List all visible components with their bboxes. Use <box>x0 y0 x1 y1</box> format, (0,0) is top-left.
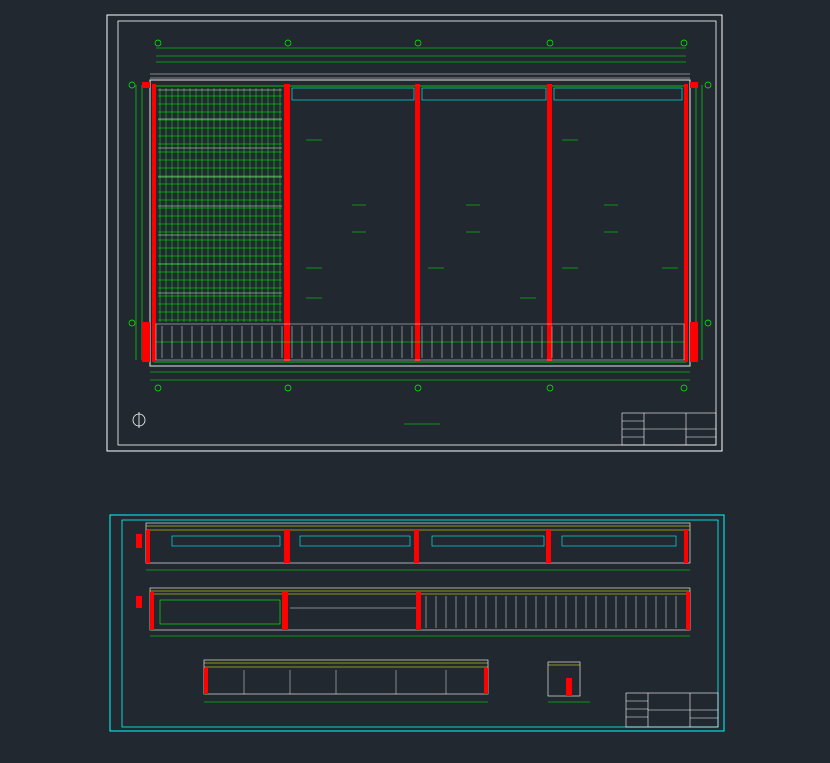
section-c <box>203 659 489 703</box>
bottom-railing-band <box>155 323 685 361</box>
north-arrow-icon <box>132 412 146 428</box>
sheet1-outer-frame <box>106 14 723 452</box>
railing-posts <box>161 326 673 358</box>
section-view-drawing <box>109 514 725 732</box>
top-red-hatch <box>142 82 698 362</box>
section-d <box>547 661 590 703</box>
sheet2-inner-frame <box>121 519 719 728</box>
top-channel <box>291 87 683 101</box>
left-dimension-lines <box>135 85 143 360</box>
top-pipe-line <box>150 73 690 79</box>
tank-annotations <box>306 139 678 299</box>
section-a <box>136 522 691 571</box>
filter-grid <box>158 88 282 322</box>
sheet1-title-block <box>621 412 717 446</box>
plan-view-sheet[interactable] <box>0 0 830 460</box>
bottom-dimension-lines <box>150 371 690 381</box>
sheet2-title-block <box>625 692 719 728</box>
red-walls <box>152 84 688 362</box>
section-view-sheet[interactable] <box>0 510 830 740</box>
section-b-railings <box>425 596 677 628</box>
tank-outline <box>149 79 691 367</box>
plan-view-drawing <box>106 14 723 452</box>
top-dimension-lines <box>156 47 686 63</box>
axis-markers <box>128 39 712 392</box>
right-dimension-lines <box>695 85 703 360</box>
sheet1-inner-frame <box>117 20 717 446</box>
section-b <box>136 587 691 637</box>
sheet2-outer-frame <box>109 514 725 732</box>
